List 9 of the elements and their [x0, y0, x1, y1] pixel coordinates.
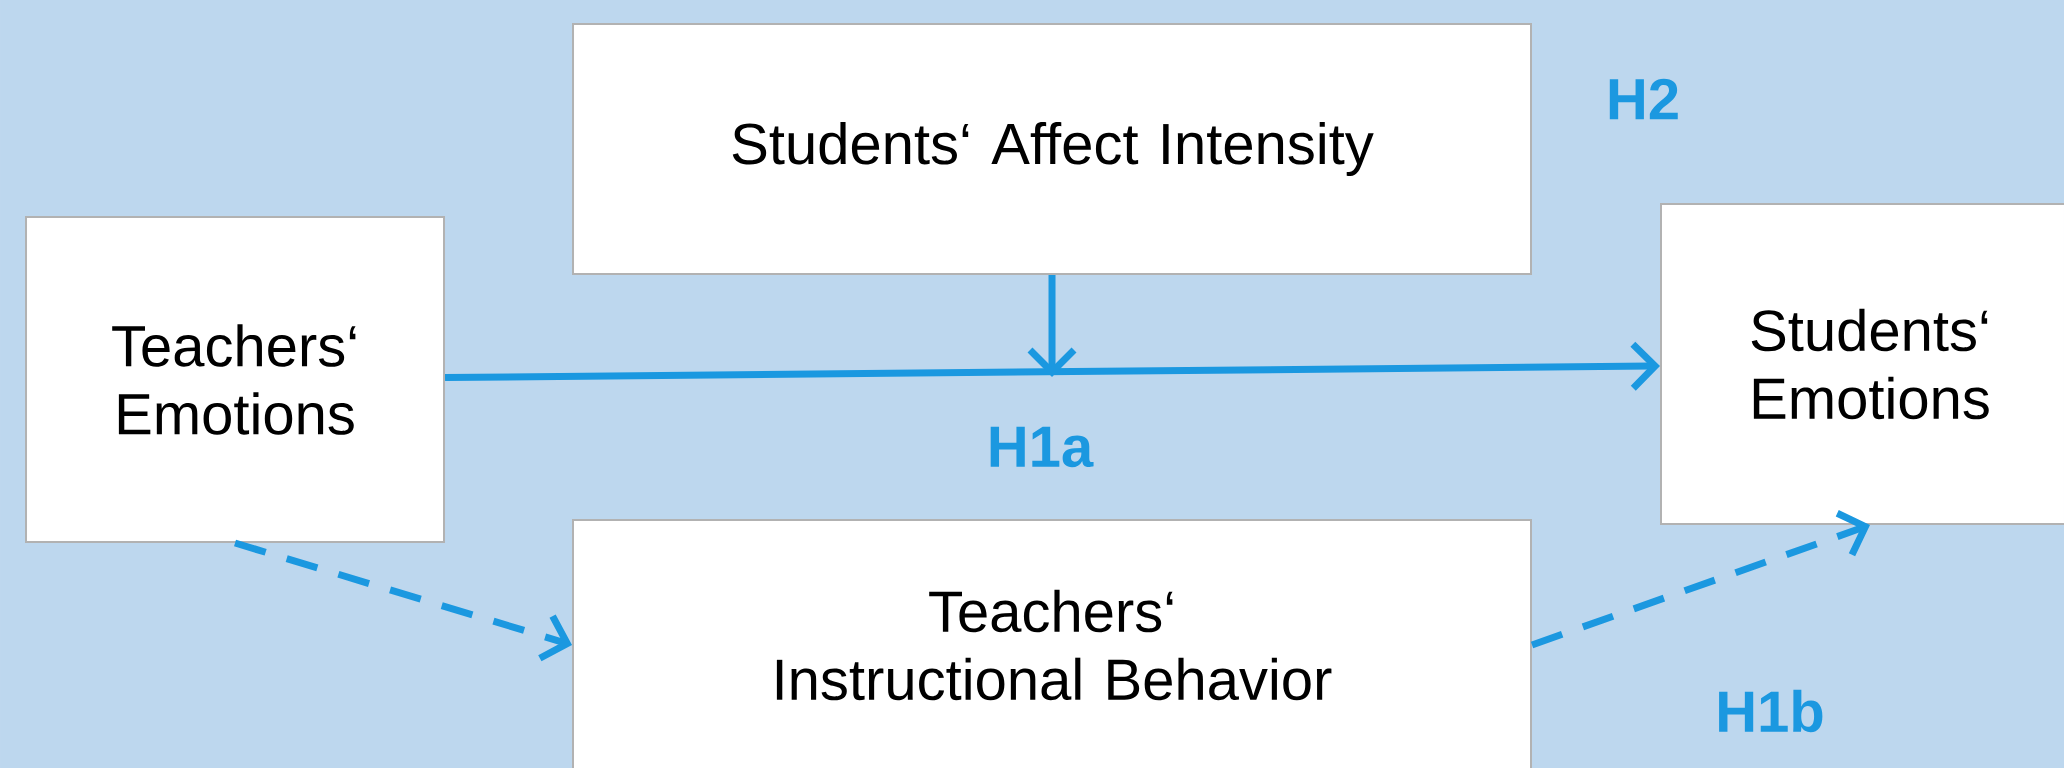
arrow: [1530, 510, 1870, 649]
hypothesis-label: H2: [1609, 78, 1678, 120]
concept-box: Teachers‘ Emotions: [25, 216, 445, 543]
concept-box: Students‘ Affect Intensity: [572, 23, 1532, 275]
concept-box: Students‘ Emotions: [1660, 203, 2064, 525]
arrow: [234, 539, 572, 662]
concept-box: Teachers‘ Instructional Behavior: [572, 519, 1532, 768]
hypothesis-label: H1a: [990, 426, 1094, 468]
hypothesis-label: H1b: [1719, 689, 1823, 733]
